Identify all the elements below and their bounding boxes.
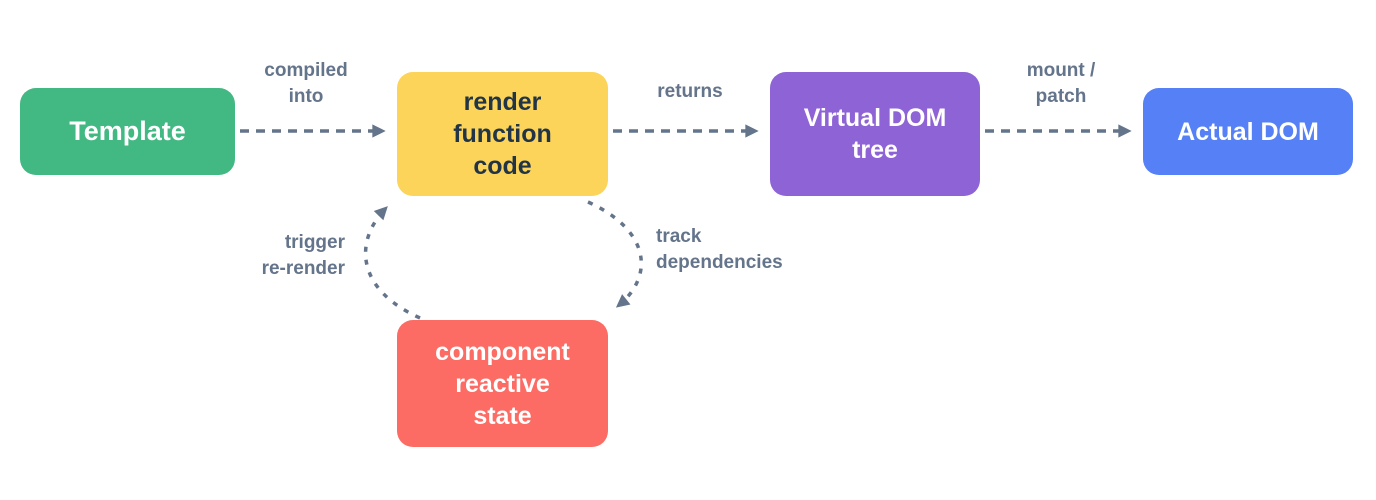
node-template-label: Template (69, 116, 186, 147)
node-virtual-dom-tree: Virtual DOM tree (770, 72, 980, 196)
node-render-function-code-label: render function code (453, 88, 552, 180)
node-render-function-code: render function code (397, 72, 608, 196)
arrow-track-dependencies (587, 200, 643, 308)
node-component-reactive-state-label: component reactive state (435, 337, 570, 430)
edge-label-returns: returns (657, 81, 723, 102)
edge-label-compiled-into: compiled into (264, 60, 348, 107)
node-component-reactive-state: component reactive state (397, 320, 608, 447)
edge-label-trigger-rerender: trigger re-render (261, 232, 345, 279)
node-actual-dom-label: Actual DOM (1177, 117, 1319, 146)
node-template: Template (20, 88, 235, 175)
node-virtual-dom-tree-label: Virtual DOM tree (803, 104, 947, 164)
node-actual-dom: Actual DOM (1143, 88, 1353, 175)
arrow-trigger-rerender (363, 206, 421, 320)
edge-label-track-dependencies: track dependencies (656, 226, 783, 273)
edge-label-mount-patch: mount / patch (1026, 60, 1096, 107)
